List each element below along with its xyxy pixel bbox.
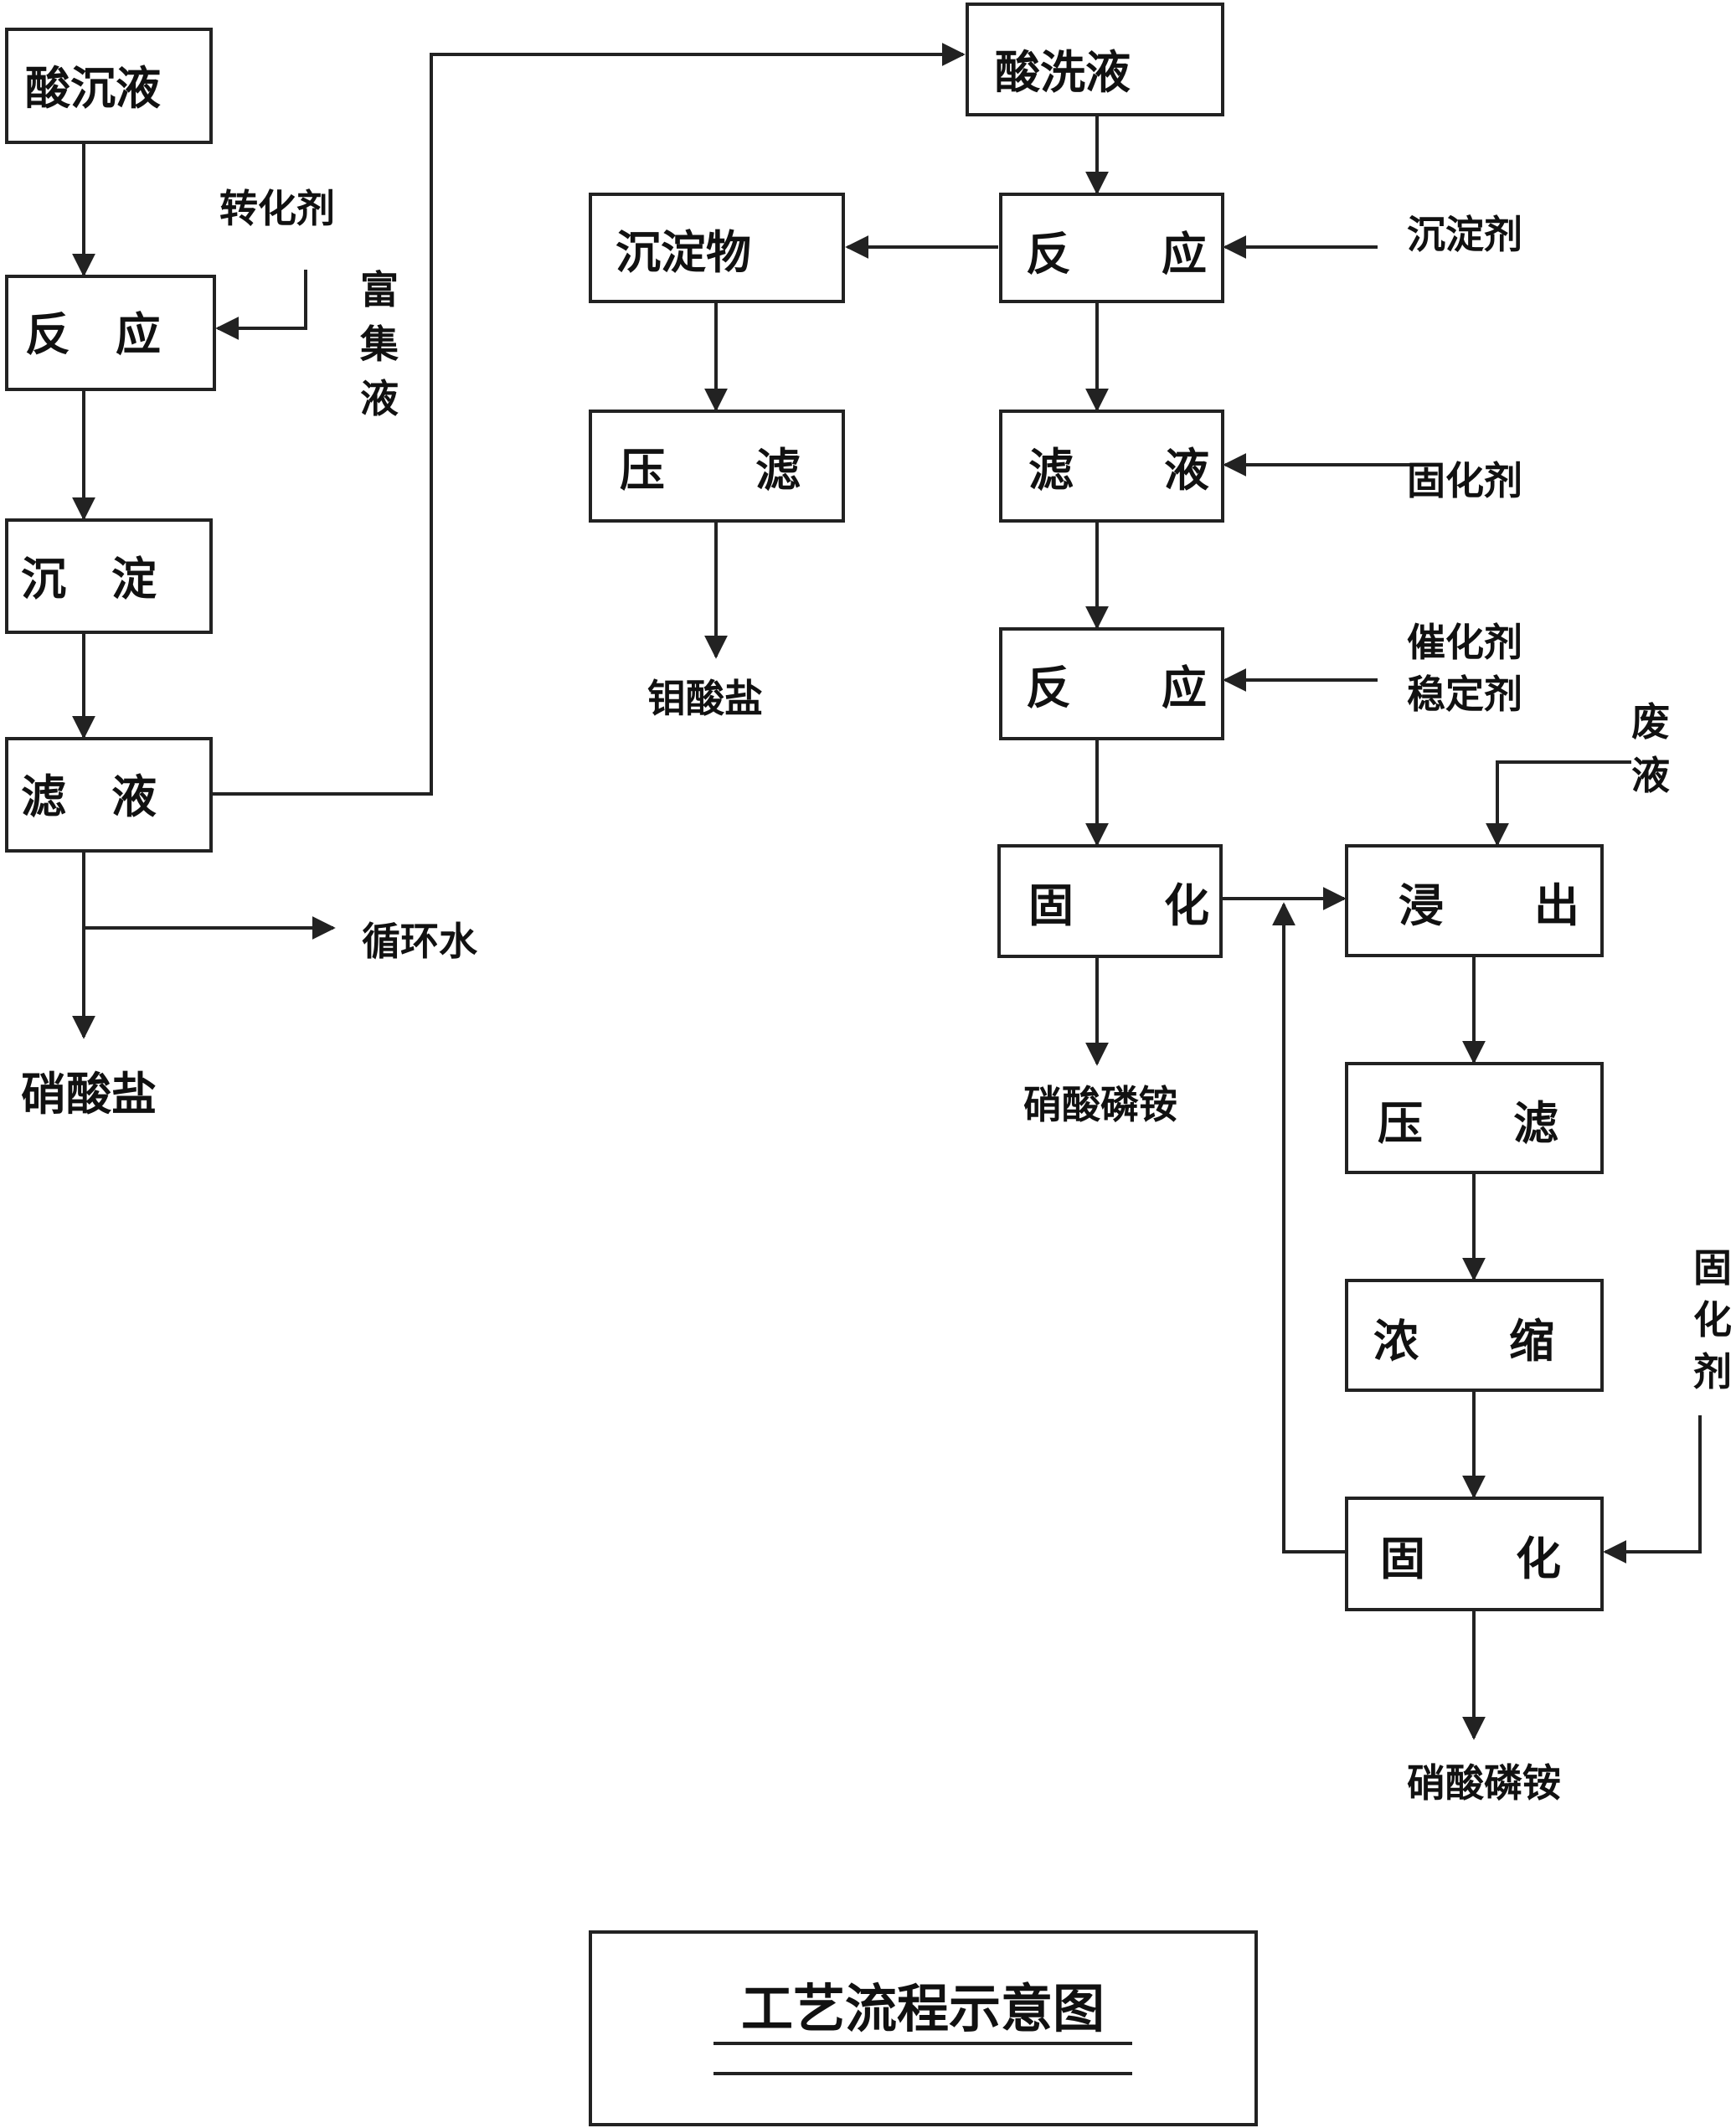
- box-leach: 浸 出: [1345, 844, 1604, 957]
- input-enriched-char-1: 富: [360, 267, 399, 312]
- input-catalyst: 催化剂: [1407, 620, 1522, 665]
- box-label: 沉 淀: [21, 553, 157, 605]
- box-label: 沉淀物: [616, 226, 751, 279]
- input-curing-agent: 固化剂: [1407, 458, 1522, 503]
- box-acid-wash-liquid: 酸洗液: [966, 3, 1224, 116]
- box-label: 浸 出: [1399, 879, 1579, 932]
- box-concentrate: 浓 缩: [1345, 1279, 1604, 1392]
- arrow-solidify2-recycle-to-leach: [1272, 902, 1347, 1553]
- box-label: 滤 液: [21, 770, 157, 823]
- box-label: 固 化: [1380, 1533, 1561, 1585]
- input-waste-char-2: 液: [1631, 753, 1670, 798]
- box-label: 压 滤: [620, 444, 801, 497]
- input-enriched-char-3: 液: [360, 376, 399, 421]
- box-filtrate-2: 滤 液: [999, 410, 1224, 523]
- input-labels: 转化剂 富 集 液 沉淀剂 固化剂 催化剂 稳定剂 废 液 固 化 剂: [219, 186, 1732, 1394]
- arrow-enriched-to-acidwash: [211, 43, 966, 796]
- box-label: 酸沉液: [25, 62, 161, 115]
- box-acid-precipitate-liquid: 酸沉液: [5, 28, 213, 144]
- box-solidify-1: 固 化: [997, 844, 1223, 958]
- box-precipitate-1: 沉 淀: [5, 518, 213, 634]
- box-label: 反 应: [25, 308, 161, 361]
- input-curing-char-3: 剂: [1693, 1349, 1732, 1394]
- arrow-converter-to-reaction1: [215, 270, 307, 340]
- input-curing-char-1: 固: [1693, 1245, 1732, 1291]
- box-label: 滤 液: [1028, 444, 1209, 497]
- output-molybdate: 钼酸盐: [647, 676, 763, 721]
- box-filtrate-1: 滤 液: [5, 737, 213, 853]
- box-label: 压 滤: [1378, 1097, 1558, 1150]
- input-stabilizer: 稳定剂: [1407, 672, 1522, 717]
- diagram-title-box: 工艺流程示意图: [589, 1930, 1258, 2126]
- box-solidify-2: 固 化: [1345, 1497, 1604, 1611]
- box-press-filter-2: 压 滤: [1345, 1062, 1604, 1174]
- box-reaction-3: 反 应: [999, 627, 1224, 740]
- output-recycle-water: 循环水: [362, 919, 478, 964]
- box-precipitate-solid: 沉淀物: [589, 193, 845, 303]
- box-label: 反 应: [1026, 228, 1207, 281]
- box-press-filter-1: 压 滤: [589, 410, 845, 523]
- input-curing-char-2: 化: [1693, 1297, 1732, 1342]
- box-label: 酸洗液: [995, 46, 1131, 99]
- process-boxes: 酸沉液 反 应 沉 淀 滤 液 酸洗液 反 应 沉淀物 压 滤: [5, 3, 1604, 1611]
- box-reaction-2: 反 应: [999, 193, 1224, 303]
- input-precipitant: 沉淀剂: [1407, 212, 1522, 257]
- input-waste-char-1: 废: [1631, 699, 1670, 745]
- output-ammonium-1: 硝酸磷铵: [1023, 1082, 1177, 1127]
- input-enriched-char-2: 集: [359, 322, 399, 367]
- output-labels: 循环水 硝酸盐 钼酸盐 硝酸磷铵 硝酸磷铵: [21, 676, 1561, 1806]
- arrow-curing-to-solidify2: [1603, 1415, 1702, 1564]
- box-reaction-1: 反 应: [5, 275, 216, 391]
- diagram-title: 工艺流程示意图: [741, 1978, 1105, 2039]
- connectors: [72, 43, 1702, 1740]
- box-label: 浓 缩: [1373, 1315, 1554, 1368]
- arrow-waste-to-leach: [1486, 760, 1631, 847]
- box-label: 反 应: [1026, 662, 1207, 714]
- input-converter: 转化剂: [219, 186, 335, 231]
- output-ammonium-2: 硝酸磷铵: [1407, 1760, 1561, 1806]
- output-nitrate: 硝酸盐: [21, 1068, 157, 1121]
- box-label: 固 化: [1028, 879, 1209, 932]
